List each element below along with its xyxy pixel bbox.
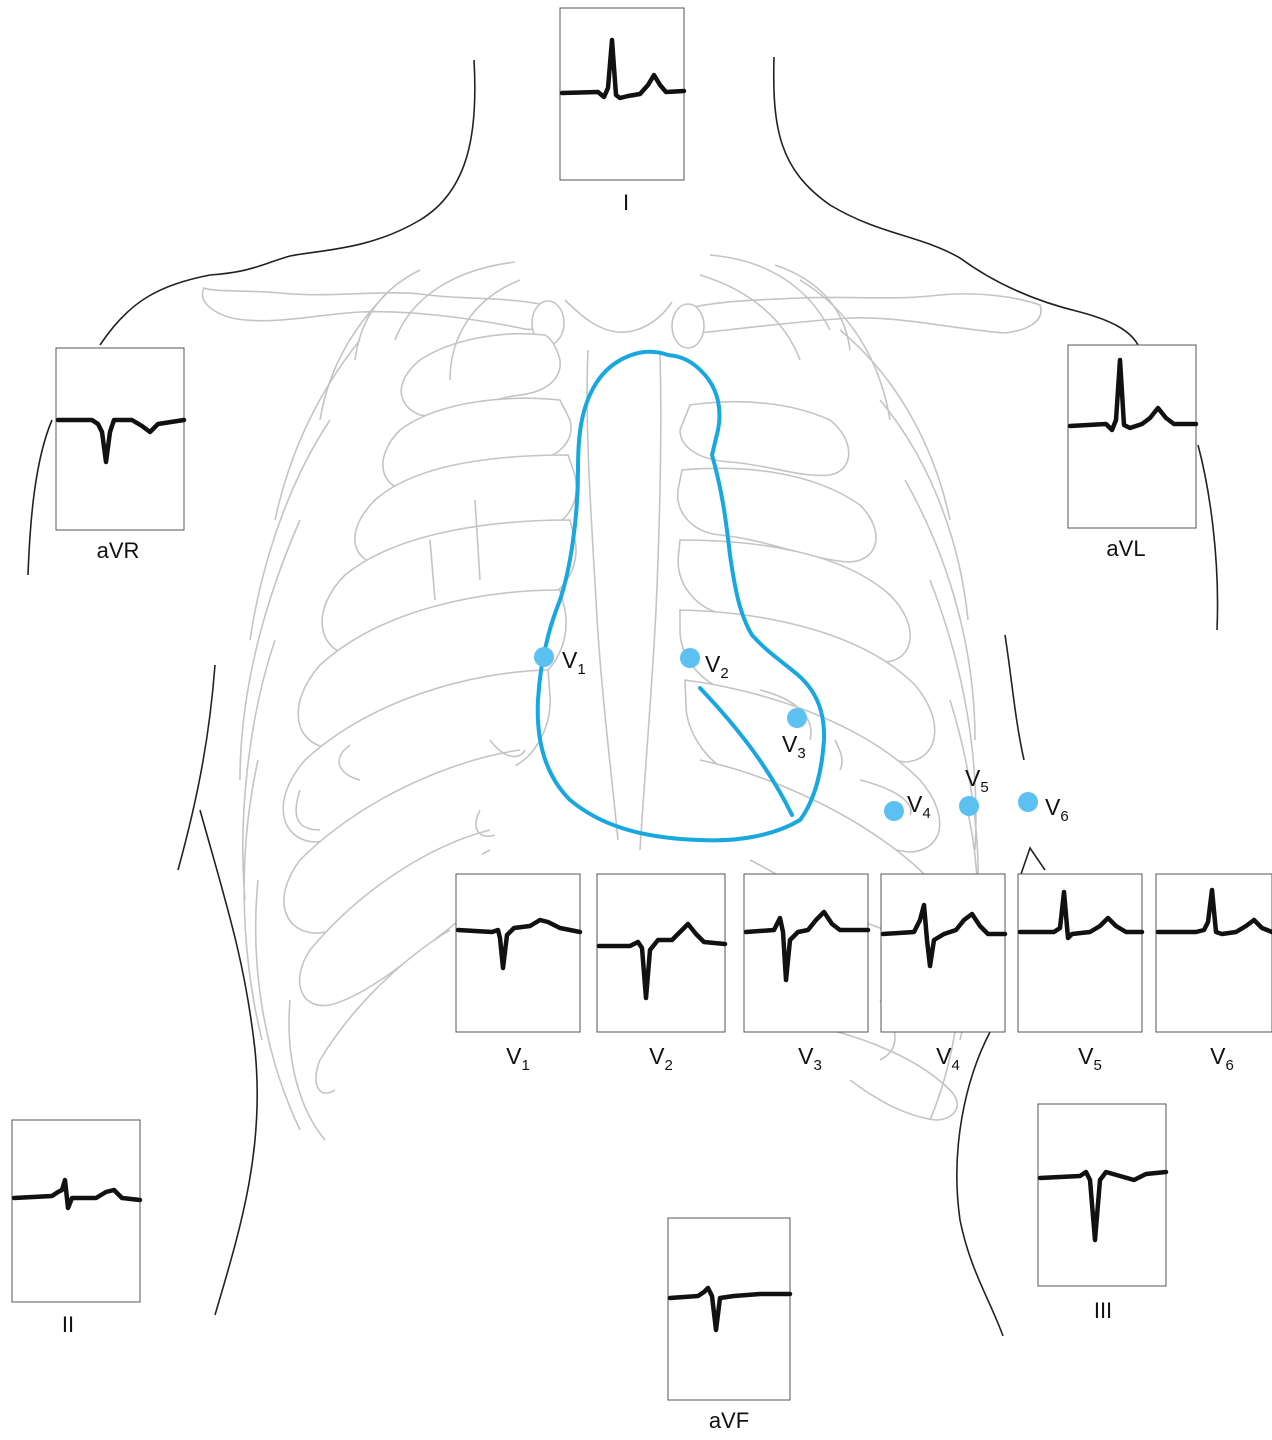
svg-text:V4: V4 bbox=[936, 1043, 960, 1074]
ecg-strip-V2: V2 bbox=[597, 874, 725, 1074]
ecg-grid-strip bbox=[12, 1120, 140, 1302]
ecg-grid-strip bbox=[456, 874, 580, 1032]
lead-label: V bbox=[936, 1043, 952, 1069]
lead-label: aVF bbox=[709, 1408, 749, 1433]
ecg-grid-strip bbox=[1018, 874, 1142, 1032]
svg-text:V6: V6 bbox=[1210, 1043, 1234, 1074]
ecg-grid-strip bbox=[56, 348, 184, 530]
electrode-dot-icon bbox=[884, 801, 904, 821]
svg-text:V6: V6 bbox=[1045, 794, 1069, 825]
electrode-subscript: 3 bbox=[797, 745, 805, 762]
electrode-label: V bbox=[562, 647, 578, 673]
ecg-strip-aVL: aVL bbox=[1068, 345, 1196, 561]
ecg-strip-V4: V4 bbox=[881, 874, 1005, 1074]
electrode-subscript: 5 bbox=[980, 779, 988, 796]
electrode-label: V bbox=[907, 791, 923, 817]
lead-subscript: 2 bbox=[665, 1057, 673, 1074]
lead-subscript: 3 bbox=[814, 1057, 822, 1074]
ecg-strip-V1: V1 bbox=[456, 874, 580, 1074]
lead-label: aVL bbox=[1106, 536, 1145, 561]
electrode-label: V bbox=[782, 731, 798, 757]
svg-text:V1: V1 bbox=[562, 647, 586, 678]
ecg-strip-II: II bbox=[12, 1120, 140, 1337]
electrode-subscript: 1 bbox=[577, 661, 585, 678]
lead-label: I bbox=[623, 190, 629, 215]
svg-text:V5: V5 bbox=[1078, 1043, 1102, 1074]
electrode-label: V bbox=[1045, 794, 1061, 820]
lead-label: V bbox=[506, 1043, 522, 1069]
electrode-dot-icon bbox=[1018, 792, 1038, 812]
electrode-v6: V6 bbox=[1018, 792, 1069, 825]
ecg-strip-V6: V6 bbox=[1156, 874, 1272, 1074]
ecg-strip-V5: V5 bbox=[1018, 874, 1142, 1074]
electrode-dot-icon bbox=[959, 796, 979, 816]
lead-subscript: 5 bbox=[1094, 1057, 1102, 1074]
lead-label: II bbox=[62, 1312, 74, 1337]
ecg-grid-strip bbox=[744, 874, 868, 1032]
ecg-grid-strip bbox=[597, 874, 725, 1032]
ecg-strip-aVF: aVF bbox=[668, 1218, 790, 1433]
electrode-subscript: 4 bbox=[922, 805, 930, 822]
lead-label: aVR bbox=[97, 538, 140, 563]
limb-lead-strips: I aVR aVL II aVF III bbox=[12, 8, 1196, 1433]
lead-label: V bbox=[798, 1043, 814, 1069]
electrode-label: V bbox=[705, 651, 721, 677]
lead-label: V bbox=[1078, 1043, 1094, 1069]
electrode-label: V bbox=[965, 765, 981, 791]
lead-label: III bbox=[1094, 1298, 1112, 1323]
electrode-dot-icon bbox=[787, 708, 807, 728]
electrode-dot-icon bbox=[680, 648, 700, 668]
svg-text:V2: V2 bbox=[649, 1043, 673, 1074]
ecg-strip-aVR: aVR bbox=[56, 348, 184, 563]
lead-label: V bbox=[1210, 1043, 1226, 1069]
ecg-grid-strip bbox=[1038, 1104, 1166, 1286]
electrode-v5: V5 bbox=[959, 765, 989, 816]
lead-subscript: 6 bbox=[1226, 1057, 1234, 1074]
electrode-dot-icon bbox=[534, 647, 554, 667]
ecg-grid-strip bbox=[1068, 345, 1196, 528]
ecg-strip-III: III bbox=[1038, 1104, 1166, 1323]
svg-text:V1: V1 bbox=[506, 1043, 530, 1074]
lead-subscript: 1 bbox=[522, 1057, 530, 1074]
ecg-grid-strip bbox=[668, 1218, 790, 1400]
svg-text:V3: V3 bbox=[798, 1043, 822, 1074]
ecg-strip-I: I bbox=[560, 8, 684, 215]
ecg-grid-strip bbox=[881, 874, 1005, 1032]
electrode-subscript: 6 bbox=[1060, 808, 1068, 825]
lead-label: V bbox=[649, 1043, 665, 1069]
lead-subscript: 4 bbox=[952, 1057, 960, 1074]
svg-text:V5: V5 bbox=[965, 765, 989, 796]
electrode-subscript: 2 bbox=[720, 665, 728, 682]
